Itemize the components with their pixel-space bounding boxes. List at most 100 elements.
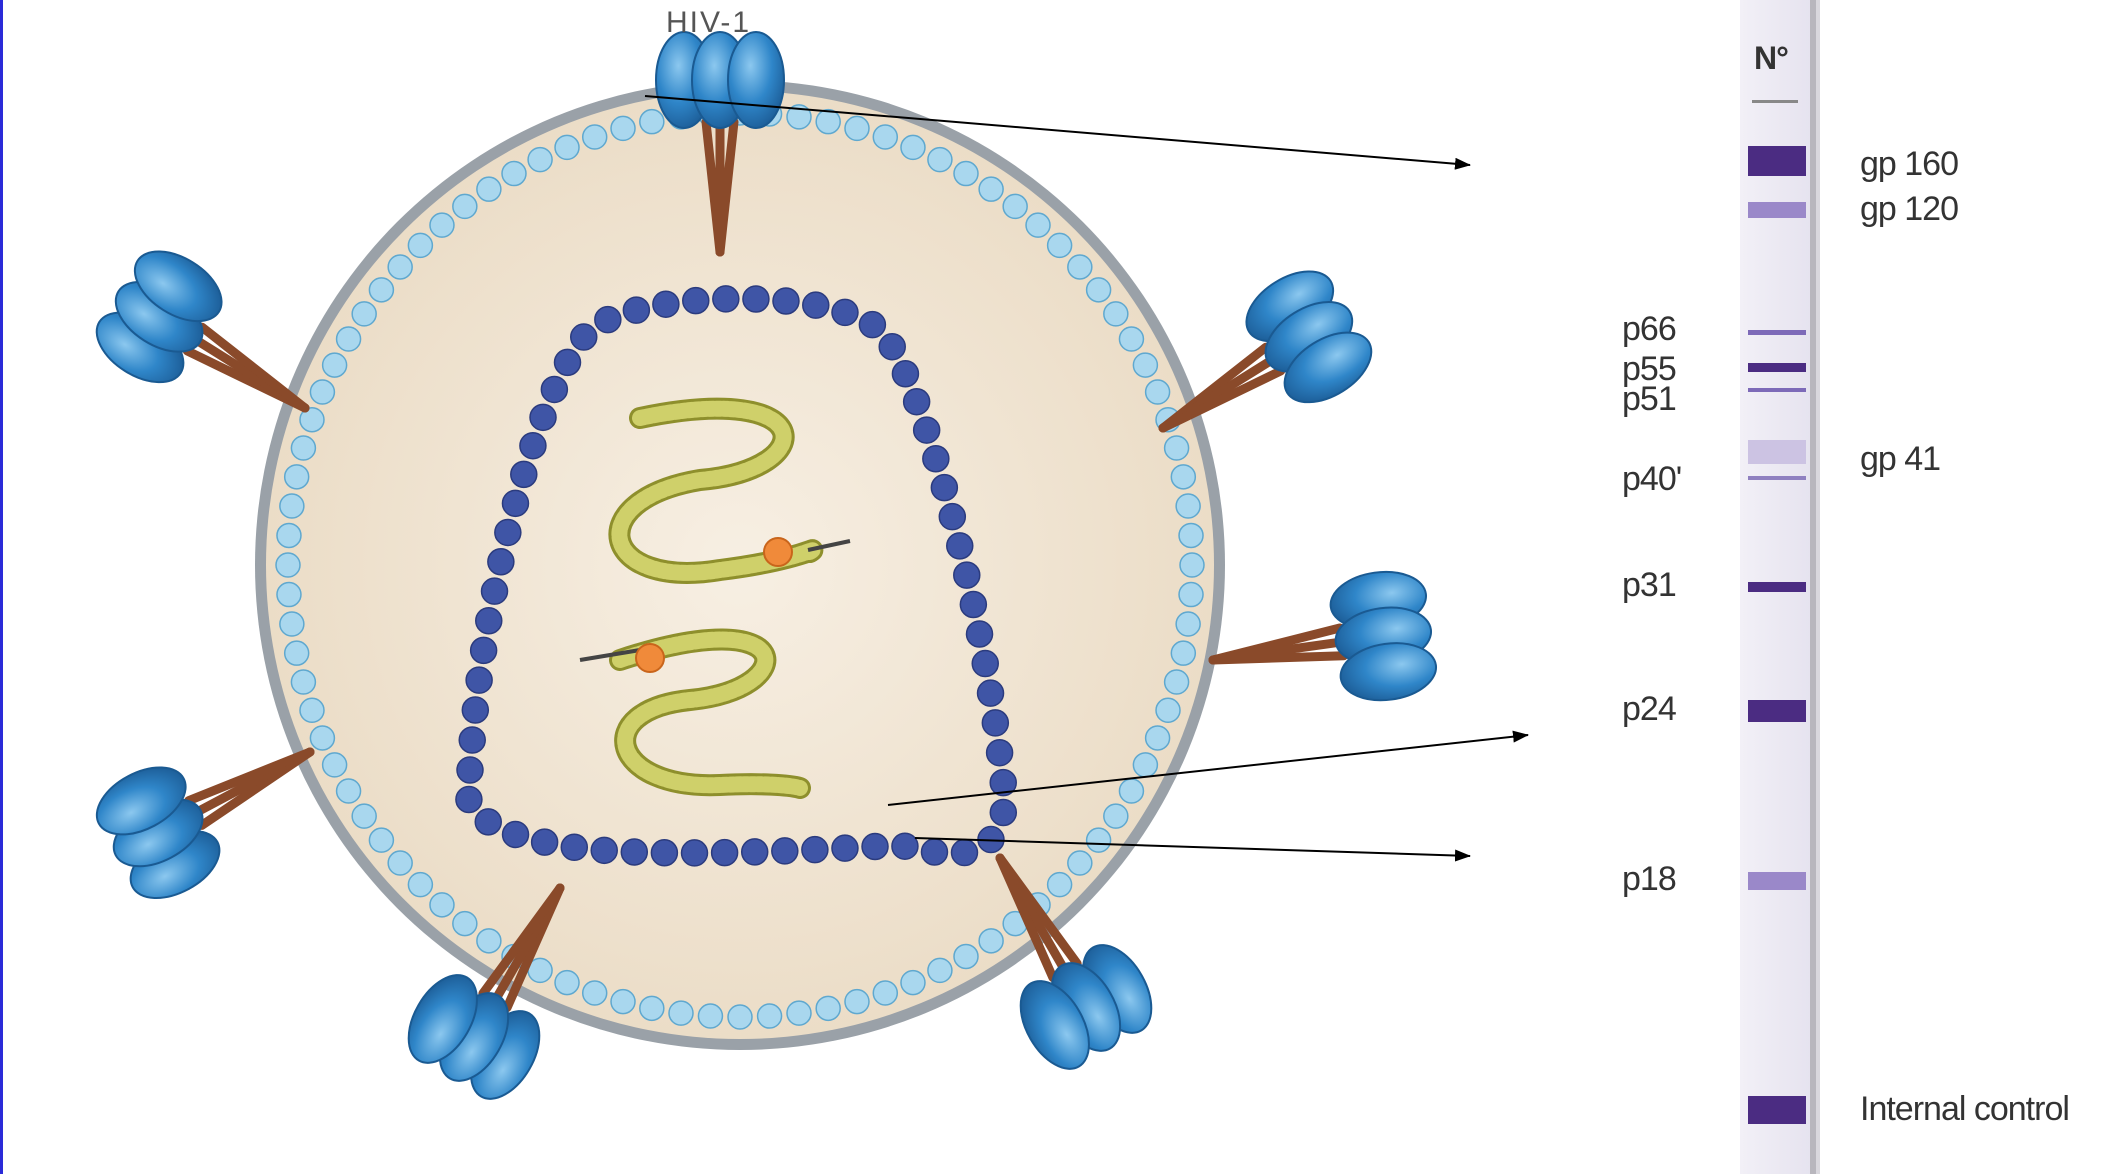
band-gp120 — [1748, 202, 1806, 218]
membrane-bead — [1179, 523, 1203, 547]
capsid-bead — [554, 349, 580, 375]
membrane-bead — [1068, 255, 1092, 279]
virion — [255, 80, 1225, 1050]
membrane-bead — [337, 779, 361, 803]
diagram-title: HIV-1 — [666, 6, 751, 40]
capsid-bead — [541, 376, 567, 402]
capsid-bead — [459, 727, 485, 753]
capsid-bead — [561, 834, 587, 860]
capsid-bead — [466, 667, 492, 693]
membrane-bead — [280, 612, 304, 636]
capsid-bead — [978, 680, 1004, 706]
membrane-bead — [1171, 641, 1195, 665]
capsid-bead — [651, 840, 677, 866]
membrane-bead — [611, 990, 635, 1014]
band-p24 — [1748, 700, 1806, 722]
membrane-bead — [310, 726, 334, 750]
capsid-bead — [990, 799, 1016, 825]
capsid-bead — [931, 475, 957, 501]
membrane-bead — [640, 110, 664, 134]
capsid-bead — [482, 578, 508, 604]
band-label-p51: p51 — [1622, 380, 1676, 419]
capsid-bead — [488, 549, 514, 575]
capsid-bead — [520, 433, 546, 459]
membrane-bead — [1165, 436, 1189, 460]
band-p40 — [1748, 476, 1806, 480]
capsid-bead — [712, 840, 738, 866]
band-internal-control — [1748, 1096, 1806, 1124]
membrane-bead — [1087, 828, 1111, 852]
membrane-bead — [1171, 465, 1195, 489]
membrane-bead — [291, 436, 315, 460]
membrane-bead — [453, 194, 477, 218]
band-gp41 — [1748, 440, 1806, 464]
membrane-bead — [323, 753, 347, 777]
capsid-bead — [951, 840, 977, 866]
capsid-bead — [742, 839, 768, 865]
membrane-bead — [611, 116, 635, 140]
membrane-bead — [1165, 670, 1189, 694]
membrane-bead — [477, 929, 501, 953]
membrane-bead — [1180, 553, 1204, 577]
capsid-bead — [892, 833, 918, 859]
membrane-bead — [954, 162, 978, 186]
membrane-bead — [1176, 612, 1200, 636]
capsid-bead — [914, 417, 940, 443]
capsid-bead — [495, 519, 521, 545]
membrane-bead — [1003, 194, 1027, 218]
membrane-bead — [277, 523, 301, 547]
capsid-bead — [595, 307, 621, 333]
membrane-bead — [845, 116, 869, 140]
membrane-bead — [1048, 233, 1072, 257]
membrane-bead — [698, 1004, 722, 1028]
membrane-bead — [1104, 302, 1128, 326]
membrane-bead — [408, 233, 432, 257]
membrane-bead — [845, 990, 869, 1014]
band-label-p24: p24 — [1622, 690, 1676, 729]
band-p18 — [1748, 872, 1806, 890]
capsid-bead — [511, 461, 537, 487]
capsid-bead — [772, 838, 798, 864]
capsid-bead — [621, 839, 647, 865]
capsid-bead — [743, 286, 769, 312]
membrane-bead — [477, 177, 501, 201]
membrane-bead — [323, 353, 347, 377]
membrane-bead — [310, 380, 334, 404]
capsid-bead — [954, 562, 980, 588]
membrane-bead — [928, 958, 952, 982]
band-gp160 — [1748, 146, 1806, 176]
membrane-bead — [285, 641, 309, 665]
band-p31 — [1748, 582, 1806, 592]
membrane-bead — [352, 302, 376, 326]
membrane-bead — [1146, 380, 1170, 404]
band-label-p18: p18 — [1622, 860, 1676, 899]
membrane-bead — [1068, 851, 1092, 875]
envelope-spike — [1204, 566, 1440, 723]
enzyme-dot — [636, 644, 664, 672]
capsid-bead — [713, 286, 739, 312]
capsid-bead — [773, 288, 799, 314]
membrane-bead — [816, 996, 840, 1020]
membrane-bead — [1176, 494, 1200, 518]
capsid-bead — [683, 288, 709, 314]
membrane-bead — [640, 996, 664, 1020]
capsid-bead — [939, 504, 965, 530]
western-blot-strip — [1740, 0, 1820, 1174]
membrane-bead — [669, 1001, 693, 1025]
membrane-bead — [337, 327, 361, 351]
membrane-bead — [954, 944, 978, 968]
membrane-bead — [1133, 353, 1157, 377]
membrane-bead — [285, 465, 309, 489]
membrane-bead — [369, 828, 393, 852]
band-label-internal-control: Internal control — [1860, 1090, 2069, 1129]
capsid-bead — [682, 840, 708, 866]
membrane-bead — [388, 851, 412, 875]
membrane-bead — [1026, 213, 1050, 237]
capsid-bead — [475, 809, 501, 835]
membrane-bead — [277, 583, 301, 607]
membrane-bead — [291, 670, 315, 694]
enzyme-dot — [764, 538, 792, 566]
membrane-bead — [1119, 779, 1143, 803]
